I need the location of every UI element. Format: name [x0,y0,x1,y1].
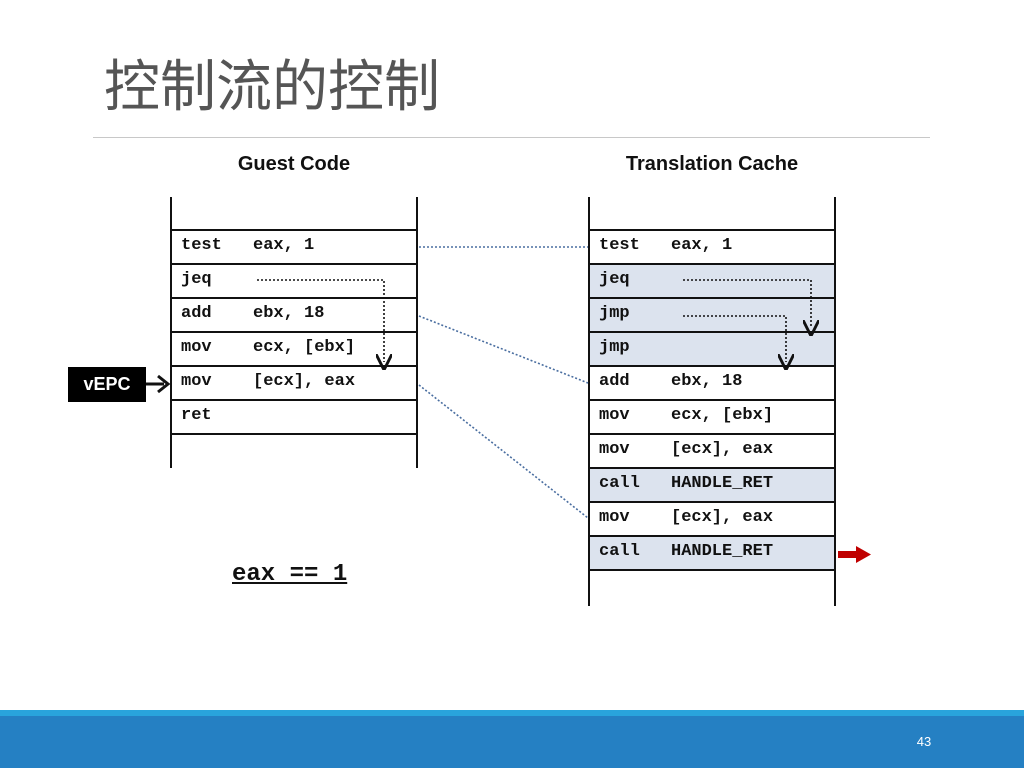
guest-row-divider [170,229,418,231]
instruction-operands: ecx, [ebx] [253,338,356,357]
instruction-opcode: test [181,236,222,255]
guest-code-row: jeq [172,264,416,298]
instruction-opcode: mov [599,406,630,425]
cache-jeq-jump-arrow [683,279,811,328]
guest-code-row: mov [ecx], eax [172,366,416,400]
cache-code-row: test eax, 1 [590,230,834,264]
mapping-line-mov [418,384,589,519]
guest-code-row: mov ecx, [ebx] [172,332,416,366]
cache-row-divider [588,501,836,503]
instruction-operands: [ecx], eax [671,440,774,459]
guest-code-heading: Guest Code [237,153,351,175]
cache-row-divider [588,535,836,537]
guest-row-divider [170,365,418,367]
cache-code-row: jeq [590,264,834,298]
cache-row-divider [588,433,836,435]
instruction-opcode: jeq [599,270,630,289]
guest-code-row: test eax, 1 [172,230,416,264]
cache-row-divider [588,297,836,299]
instruction-operands: eax, 1 [253,236,315,255]
cache-row-divider [588,229,836,231]
vepc-label: vEPC [68,367,146,402]
guest-row-divider [170,297,418,299]
cache-row-divider [588,569,836,571]
footer-stripe [0,710,1024,716]
instruction-opcode: mov [599,440,630,459]
instruction-opcode: call [599,542,640,561]
instruction-opcode: mov [181,338,212,357]
vepc-arrowhead [157,374,171,394]
footer-bar [0,716,1024,768]
guest-row-divider [170,399,418,401]
instruction-opcode: jeq [181,270,212,289]
instruction-operands: ebx, 18 [253,304,325,323]
slide-title: 控制流的控制 [104,55,440,120]
exec-pointer-head [856,546,871,563]
cache-row-divider [588,399,836,401]
cache-code-row: jmp [590,298,834,332]
cache-table-left-border [588,197,590,606]
instruction-opcode: add [181,304,212,323]
cache-code-row: call HANDLE_RET [590,536,834,570]
guest-row-divider [170,263,418,265]
branch-condition: eax == 1 [232,561,348,588]
page-number: 43 [916,734,932,749]
instruction-operands: [ecx], eax [253,372,356,391]
cache-jmp-jump-arrow [683,315,786,362]
instruction-operands: ecx, [ebx] [671,406,774,425]
instruction-opcode: add [599,372,630,391]
guest-row-divider [170,331,418,333]
guest-code-row: add ebx, 18 [172,298,416,332]
instruction-opcode: mov [181,372,212,391]
mapping-line-add [418,315,589,384]
cache-row-divider [588,331,836,333]
cache-code-row: mov [ecx], eax [590,502,834,536]
instruction-operands: [ecx], eax [671,508,774,527]
instruction-opcode: test [599,236,640,255]
instruction-opcode: mov [599,508,630,527]
instruction-operands: eax, 1 [671,236,733,255]
instruction-opcode: ret [181,406,212,425]
cache-code-row: call HANDLE_RET [590,468,834,502]
instruction-operands: HANDLE_RET [671,474,774,493]
cache-code-row: add ebx, 18 [590,366,834,400]
guest-code-row: ret [172,400,416,434]
instruction-opcode: call [599,474,640,493]
cache-row-divider [588,365,836,367]
exec-pointer-shaft [838,551,858,558]
instruction-opcode: jmp [599,338,630,357]
instruction-operands: HANDLE_RET [671,542,774,561]
instruction-opcode: jmp [599,304,630,323]
cache-row-divider [588,263,836,265]
cache-row-divider [588,467,836,469]
cache-code-row: mov [ecx], eax [590,434,834,468]
guest-jeq-jump-arrow [257,279,384,362]
instruction-operands: ebx, 18 [671,372,743,391]
cache-code-row: mov ecx, [ebx] [590,400,834,434]
translation-cache-heading: Translation Cache [625,153,799,175]
title-divider [93,137,930,138]
cache-table-right-border [834,197,836,606]
guest-row-divider [170,433,418,435]
